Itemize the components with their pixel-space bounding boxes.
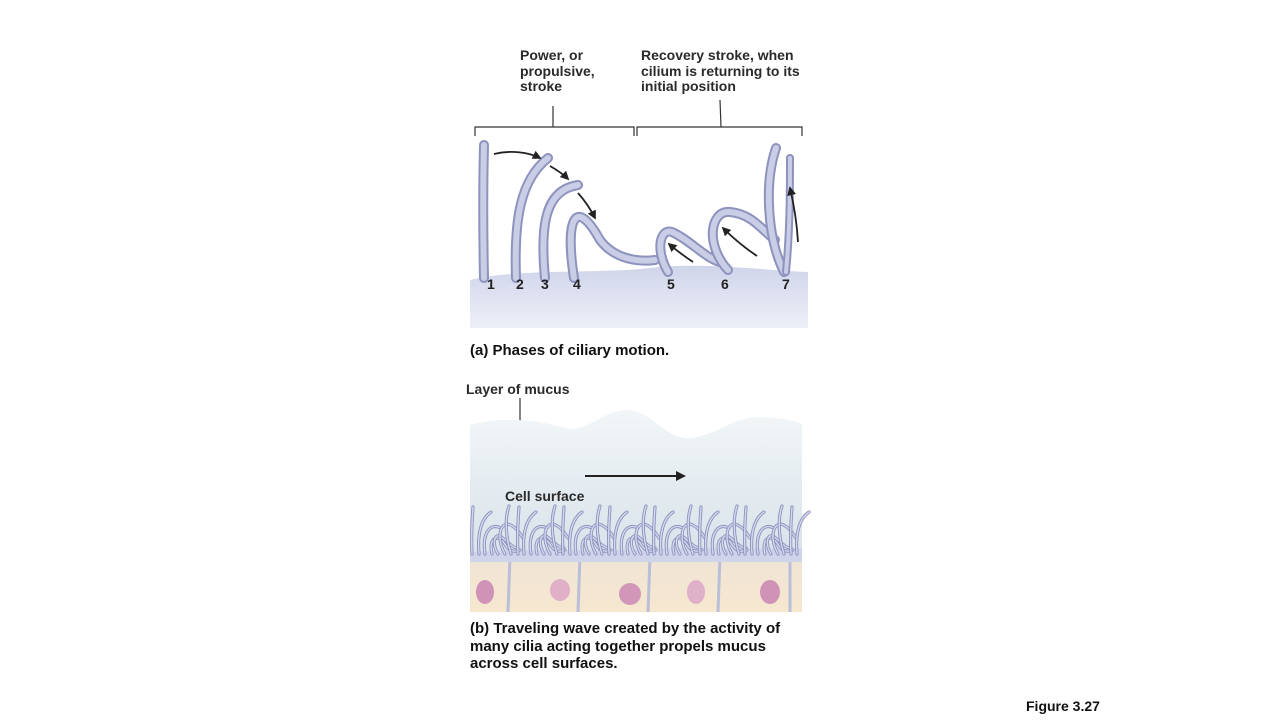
power-stroke-bracket [474,106,635,136]
epithelial-cells [470,555,802,613]
recovery-stroke-label: Recovery stroke, when cilium is returnin… [641,47,800,94]
cilium-highlight [698,506,702,555]
cilium-highlight [613,511,628,555]
cilium-highlight [795,511,810,555]
cilium-highlight [499,523,524,555]
power-arrow-3 [577,192,596,220]
cilia-phases [478,140,794,283]
cilium-highlight [763,537,794,555]
cell-surface-label: Cell surface [505,488,585,504]
cilium-highlight [522,511,537,555]
cilium-highlight [665,525,684,555]
power-arrow-1 [493,150,542,159]
cilium-highlight [483,525,502,555]
cilium-highlight [672,537,703,555]
cilium-highlight [711,525,730,555]
phase-number-1: 1 [487,276,495,292]
cilium-highlight [620,525,639,555]
cilium-highlight [607,506,611,555]
cell-nucleus [760,580,780,604]
phase-number-2: 2 [516,276,524,292]
cilium-highlight [704,511,719,555]
cilium-highlight [772,523,797,555]
recovery-arrow-5 [667,242,694,263]
cilium-highlight [659,511,674,555]
power-stroke-label: Power, or propulsive, stroke [520,47,595,94]
panel-a-caption: (a) Phases of ciliary motion. [470,342,670,359]
cilium-highlight [756,525,775,555]
recovery-arrow-7 [787,186,799,243]
phase-number-5: 5 [667,276,675,292]
cilium-highlight [590,523,615,555]
cilium-highlight [596,505,603,555]
cilium-highlight [581,537,612,555]
cilium-highlight [470,506,474,555]
cell-nucleus [476,580,494,604]
cilium-highlight [574,525,593,555]
cilium-highlight [529,525,548,555]
phase-number-4: 4 [573,276,581,292]
panel-b-caption: (b) Traveling wave created by the activi… [470,620,781,672]
mucus-label: Layer of mucus [466,381,570,397]
cilium-highlight [789,506,793,555]
recovery-arrow-6 [721,226,758,257]
phase-number-7: 7 [782,276,790,292]
stroke-arrows [493,150,799,263]
cilium-highlight [505,505,512,555]
cilium-highlight [490,537,521,555]
cilium-highlight [642,505,649,555]
cell-nucleus [619,583,641,605]
cilium-highlight [535,537,566,555]
cilium-highlight [778,505,785,555]
cilium-highlight [561,506,565,555]
cilium-highlight [551,505,558,555]
cilium-highlight [626,537,657,555]
figure-number: Figure 3.27 [1026,698,1100,714]
phase-number-3: 3 [541,276,549,292]
cilium-highlight [750,511,765,555]
cilium-highlight [477,511,492,555]
cilium-highlight [687,505,694,555]
cell-nucleus [687,580,705,604]
cilia-carpet [469,504,811,556]
cilium-highlight [717,537,748,555]
cilium-highlight [652,506,656,555]
cilium-highlight [568,511,583,555]
cilium-highlight [516,506,520,555]
cilium-highlight [733,505,740,555]
power-arrow-2 [549,165,570,181]
recovery-stroke-bracket [636,99,803,136]
phase-number-6: 6 [721,276,729,292]
cilium-highlight [743,506,747,555]
cell-nucleus [550,579,570,601]
cell-surface-base [470,265,808,328]
cilium-highlight [681,523,706,555]
